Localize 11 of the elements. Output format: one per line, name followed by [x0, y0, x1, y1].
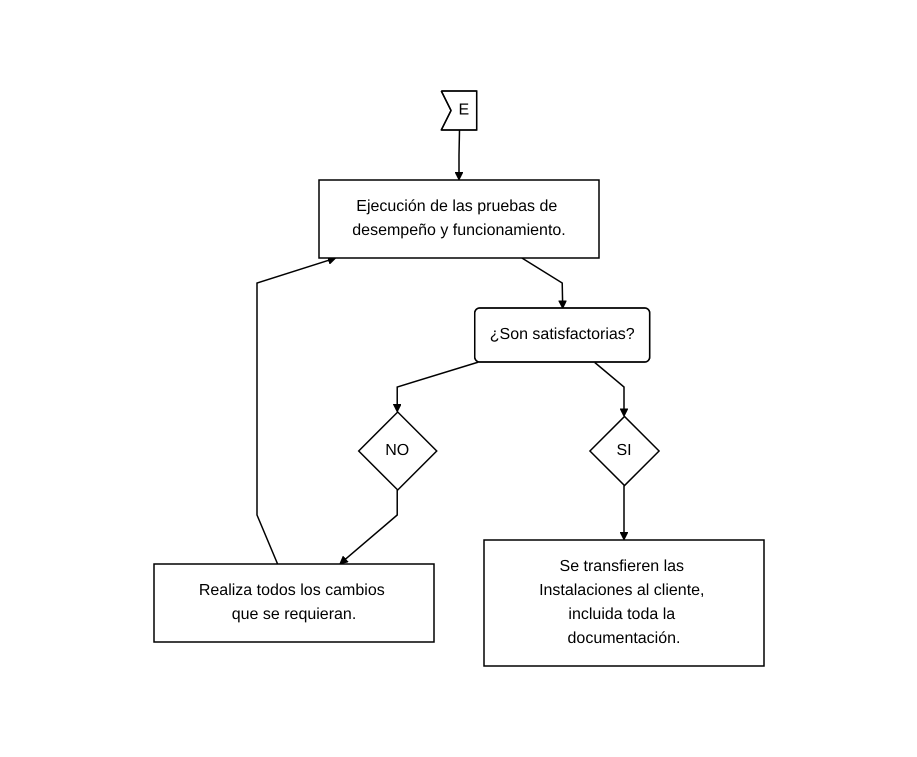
- arrow: [521, 257, 566, 309]
- node-box: Realiza todos los cambios que se requieran.: [152, 563, 434, 643]
- node-box: Ejecución de las pruebas de desempeño y funcionamiento.: [318, 179, 600, 259]
- node-diamond: NO: [357, 410, 438, 492]
- arrow: [338, 490, 398, 564]
- arrow: [392, 361, 478, 412]
- arrow: [619, 486, 628, 540]
- arrow: [594, 362, 628, 417]
- node-box: Se transfieren las Instalaciones al cliente, incluida toda la documentación.: [482, 539, 764, 667]
- arrow: [454, 130, 463, 180]
- node-diamond: SI: [588, 415, 660, 487]
